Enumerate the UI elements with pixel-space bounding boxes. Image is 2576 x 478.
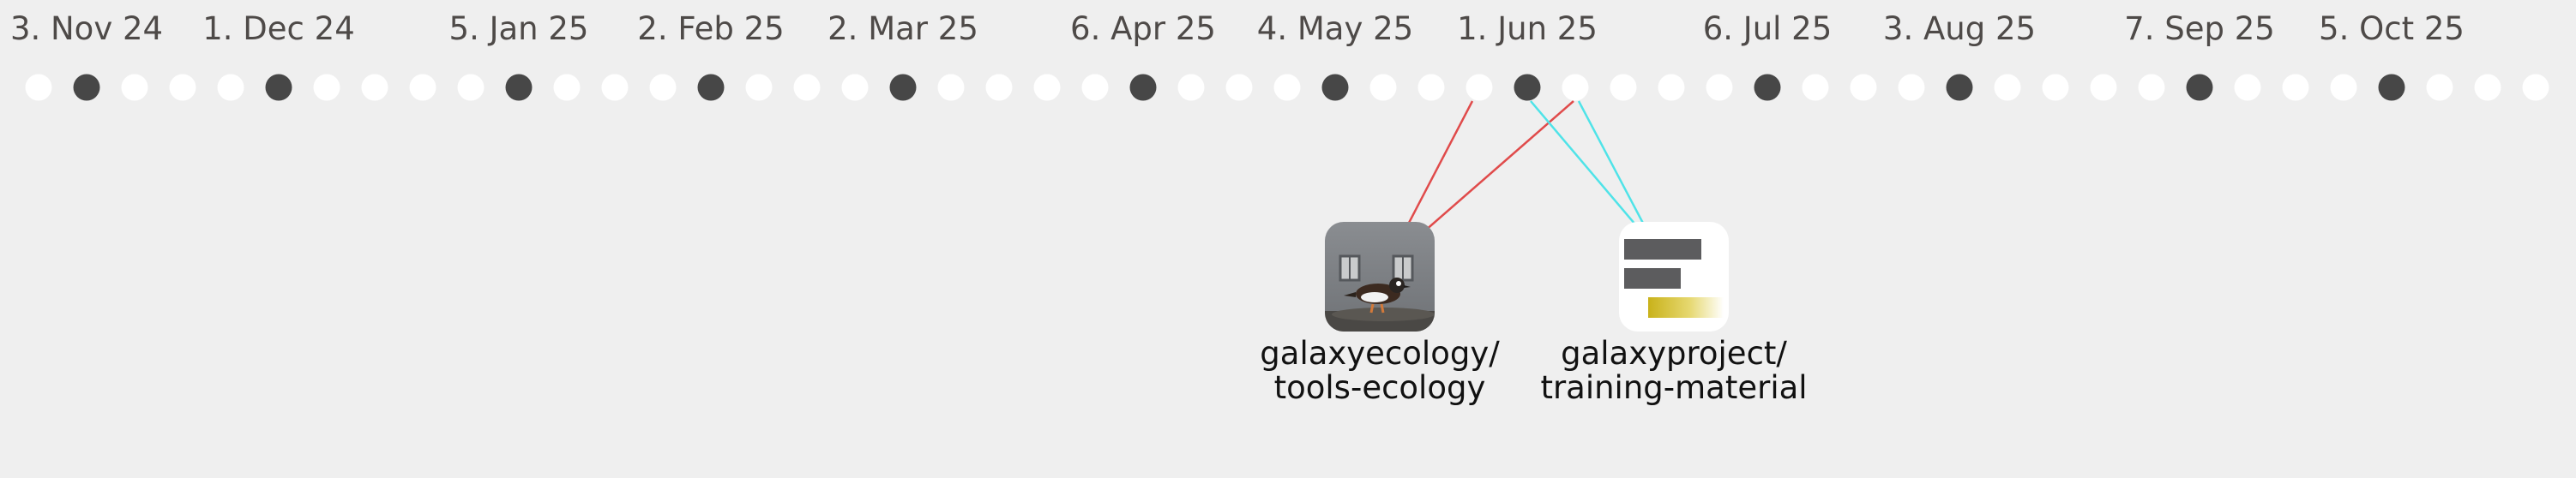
week-dot[interactable] (649, 74, 677, 101)
repo-title: training-material (1540, 369, 1808, 406)
week-dot[interactable] (169, 74, 196, 101)
week-dot[interactable] (25, 74, 52, 101)
date-label: 2. Feb 25 (637, 10, 785, 47)
week-dot[interactable] (1417, 74, 1445, 101)
week-dot[interactable] (1466, 74, 1493, 101)
link-lines (1406, 100, 1649, 232)
week-dot[interactable] (793, 74, 821, 101)
date-label: 1. Dec 24 (202, 10, 355, 47)
week-dot[interactable] (2090, 74, 2117, 101)
date-label: 3. Aug 25 (1882, 10, 2037, 47)
week-dot-highlighted[interactable] (1946, 74, 1973, 101)
repo-name[interactable]: galaxyecology/ tools-ecology (1200, 337, 1560, 405)
repo-title: tools-ecology (1273, 369, 1486, 406)
week-dot[interactable] (553, 74, 581, 101)
week-dot-highlighted[interactable] (697, 74, 725, 101)
week-dot-highlighted[interactable] (1754, 74, 1781, 101)
week-dot-highlighted[interactable] (505, 74, 533, 101)
week-dot[interactable] (1177, 74, 1205, 101)
week-dot[interactable] (2282, 74, 2309, 101)
bird-photo-icon (1325, 222, 1435, 332)
week-dot-highlighted[interactable] (1129, 74, 1157, 101)
week-dot[interactable] (2138, 74, 2165, 101)
week-dot[interactable] (313, 74, 340, 101)
date-label: 5. Oct 25 (2319, 10, 2465, 47)
week-dot[interactable] (1706, 74, 1733, 101)
date-label: 7. Sep 25 (2124, 10, 2275, 47)
week-dot-highlighted[interactable] (73, 74, 100, 101)
date-label: 2. Mar 25 (828, 10, 978, 47)
week-dot[interactable] (1802, 74, 1829, 101)
repo-link-line (1406, 100, 1474, 225)
date-label: 4. May 25 (1256, 10, 1414, 47)
week-dot-highlighted[interactable] (1321, 74, 1349, 101)
week-dot[interactable] (2474, 74, 2501, 101)
repo-owner: galaxyproject/ (1561, 335, 1787, 372)
repo-link-line (1530, 100, 1636, 225)
week-dot[interactable] (1850, 74, 1877, 101)
week-dot[interactable] (1081, 74, 1109, 101)
week-dots (25, 74, 2549, 101)
week-dot[interactable] (1994, 74, 2021, 101)
week-dot[interactable] (2522, 74, 2549, 101)
week-dot-highlighted[interactable] (889, 74, 917, 101)
week-dot[interactable] (1898, 74, 1925, 101)
date-label: 1. Jun 25 (1457, 10, 1598, 47)
repo-training-material[interactable]: galaxyproject/ training-material (1494, 222, 1854, 405)
week-dot[interactable] (409, 74, 436, 101)
week-dot[interactable] (985, 74, 1013, 101)
date-label: 5. Jan 25 (448, 10, 589, 47)
week-dot[interactable] (2234, 74, 2261, 101)
repo-tools-ecology[interactable]: galaxyecology/ tools-ecology (1200, 222, 1560, 405)
week-dot[interactable] (601, 74, 629, 101)
week-dot[interactable] (361, 74, 388, 101)
week-dot-highlighted[interactable] (2378, 74, 2405, 101)
week-dot[interactable] (937, 74, 965, 101)
date-label: 6. Apr 25 (1070, 10, 1216, 47)
week-dot-highlighted[interactable] (265, 74, 292, 101)
week-dot[interactable] (1610, 74, 1637, 101)
week-dot[interactable] (1369, 74, 1397, 101)
repo-link-line (1423, 100, 1574, 232)
week-dot-highlighted[interactable] (1514, 74, 1541, 101)
week-dot[interactable] (1273, 74, 1301, 101)
week-dot-highlighted[interactable] (2186, 74, 2213, 101)
week-dot[interactable] (745, 74, 773, 101)
week-dot[interactable] (2330, 74, 2357, 101)
week-dot[interactable] (217, 74, 244, 101)
week-dot[interactable] (1658, 74, 1685, 101)
date-label: 3. Nov 24 (9, 10, 164, 47)
repo-name[interactable]: galaxyproject/ training-material (1494, 337, 1854, 405)
week-dot[interactable] (2042, 74, 2069, 101)
week-dot[interactable] (1562, 74, 1589, 101)
repo-link-line (1577, 100, 1649, 232)
week-dot[interactable] (841, 74, 869, 101)
week-dot[interactable] (121, 74, 148, 101)
gtn-logo-icon (1619, 222, 1729, 332)
week-dot[interactable] (2426, 74, 2453, 101)
date-label: 6. Jul 25 (1702, 10, 1833, 47)
repo-owner: galaxyecology/ (1260, 335, 1500, 372)
week-dot[interactable] (457, 74, 485, 101)
week-dot[interactable] (1033, 74, 1061, 101)
week-dot[interactable] (1225, 74, 1253, 101)
